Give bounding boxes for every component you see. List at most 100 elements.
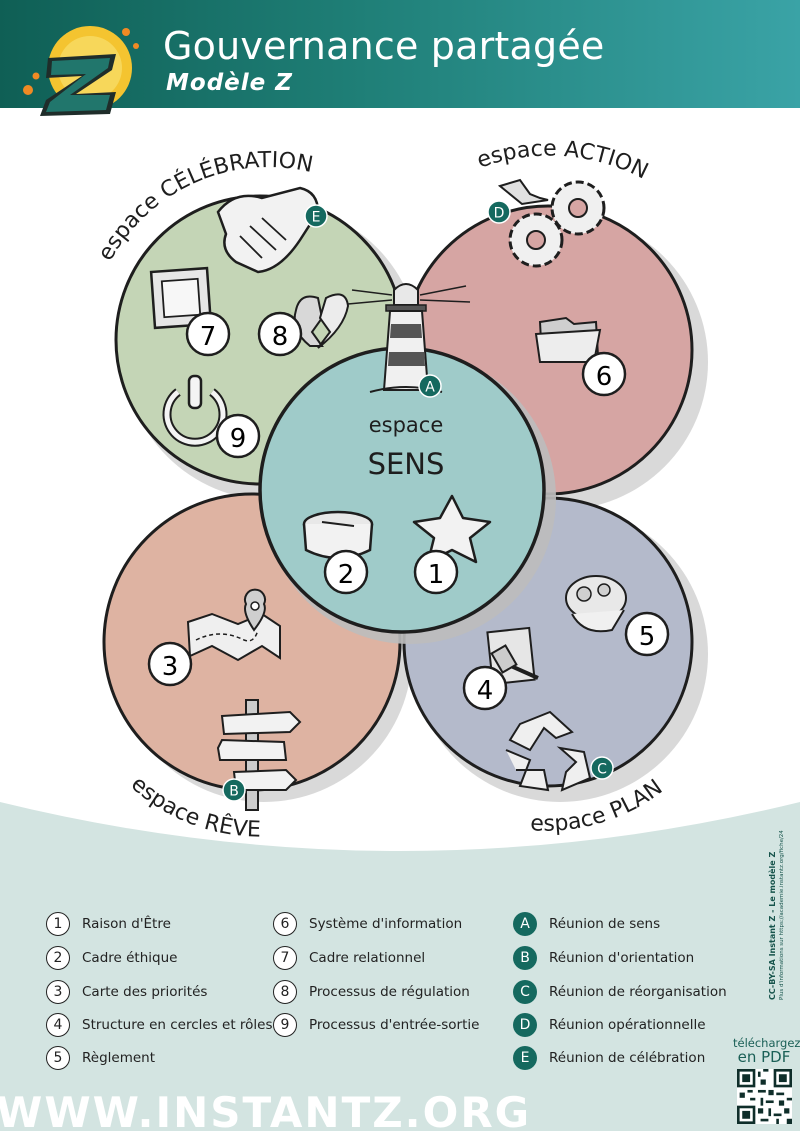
gears-icon [508,180,606,268]
download-pdf-link[interactable]: téléchargez en PDF [733,1037,800,1066]
gavel-book-icon [486,626,539,686]
legend-label: Réunion de réorganisation [549,984,727,1000]
badge-b: B [222,778,246,802]
marker-2: 2 [323,549,369,595]
recycle-icon [505,710,592,792]
logo-z-fill [46,58,110,112]
legend-letter: A [513,912,537,936]
legend-letter: B [513,946,537,970]
svg-text:5: 5 [639,622,656,652]
badge-e: E [304,204,328,228]
badge-a: A [418,374,442,398]
footer-wave [0,802,800,1131]
qr-code-icon[interactable] [737,1069,792,1124]
legend-number: 8 [273,980,297,1004]
svg-text:A: A [425,380,435,396]
handshake-icon [216,186,320,274]
label-espace-sens-top: espace [369,413,444,437]
legend-label: Réunion de célébration [549,1050,706,1066]
download-label-bottom: en PDF [737,1047,791,1066]
compass-icon [302,510,374,560]
legend-label: Processus d'entrée-sortie [309,1017,480,1033]
legend-item-9: 9 Processus d'entrée-sortie [273,1011,479,1039]
legend-label: Règlement [82,1050,156,1066]
map-icon [186,588,281,662]
legend-item-e: E Réunion de célébration [513,1044,705,1072]
legend-item-b: B Réunion d'orientation [513,944,694,972]
logo-dot [122,28,130,36]
label-espace-action: espace ACTION [474,137,652,185]
instantz-logo [23,26,139,116]
legend-number: 4 [46,1013,70,1037]
svg-text:4: 4 [477,676,494,706]
marker-1: 1 [413,549,459,595]
legend-label: Réunion de sens [549,916,661,932]
legend-letter: D [513,1013,537,1037]
legend-label: Processus de régulation [309,984,470,1000]
badge-d: D [487,200,511,224]
license-info: Plus d'informations sur https://academie… [779,830,785,1000]
svg-text:8: 8 [272,322,289,352]
logo-dot [133,43,139,49]
folder-icon [534,316,602,363]
svg-text:2: 2 [338,560,355,590]
marker-8: 8 [257,311,303,357]
power-icon [162,374,228,447]
legend-item-3: 3 Carte des priorités [46,978,207,1006]
legend-label: Structure en cercles et rôles [82,1017,273,1033]
footer-background [0,802,800,1131]
logo-dot [23,85,33,95]
legend-number: 5 [46,1046,70,1070]
legend-number: 6 [273,912,297,936]
picture-frame-icon [149,266,213,330]
legend-number: 7 [273,946,297,970]
svg-text:E: E [312,210,321,226]
legend-item-d: D Réunion opérationnelle [513,1011,706,1039]
page-subtitle: Modèle Z [166,70,293,96]
legend-label: Système d'information [309,916,463,932]
legend-number: 3 [46,980,70,1004]
marker-4: 4 [462,665,508,711]
svg-text:9: 9 [230,424,247,454]
legend-label: Cadre éthique [82,950,178,966]
legend-number: 2 [46,946,70,970]
marker-7: 7 [185,311,231,357]
svg-text:7: 7 [200,322,217,352]
marker-9: 9 [215,413,261,459]
legend-number: 9 [273,1013,297,1037]
legend-item-8: 8 Processus de régulation [273,978,470,1006]
svg-text:D: D [494,206,505,222]
svg-text:6: 6 [596,362,613,392]
svg-text:3: 3 [162,652,179,682]
svg-text:B: B [229,784,239,800]
model-z-diagram: espace CÉLÉBRATION espace ACTION espace … [93,137,708,843]
legend-item-1: 1 Raison d'Être [46,910,171,938]
legend-item-7: 7 Cadre relationnel [273,944,425,972]
legend-label: Réunion opérationnelle [549,1017,706,1033]
marker-6: 6 [581,351,627,397]
license-text: CC-BY-SA Instant Z - Le modèle Z Plus d'… [768,830,785,1000]
label-espace-sens-bottom: SENS [368,447,445,481]
badge-c: C [590,756,614,780]
marker-3: 3 [147,641,193,687]
legend-item-4: 4 Structure en cercles et rôles [46,1011,273,1039]
legend-item-6: 6 Système d'information [273,910,462,938]
legend-label: Carte des priorités [82,984,208,1000]
legend-label: Raison d'Être [82,916,171,932]
svg-text:1: 1 [428,560,445,590]
svg-text:C: C [597,762,607,778]
legend-letter: E [513,1046,537,1070]
legend-item-5: 5 Règlement [46,1044,155,1072]
license-title: CC-BY-SA Instant Z - Le modèle Z [768,851,777,1000]
legend-item-2: 2 Cadre éthique [46,944,177,972]
website-url[interactable]: WWW.INSTANTZ.ORG [0,1088,532,1137]
lighthouse-icon [347,283,471,393]
legend-label: Cadre relationnel [309,950,426,966]
marker-5: 5 [624,611,670,657]
header-banner [0,0,800,108]
legend-item-c: C Réunion de réorganisation [513,978,727,1006]
legend-number: 1 [46,912,70,936]
legend-label: Réunion d'orientation [549,950,695,966]
legend-item-a: A Réunion de sens [513,910,660,938]
legend-letter: C [513,980,537,1004]
